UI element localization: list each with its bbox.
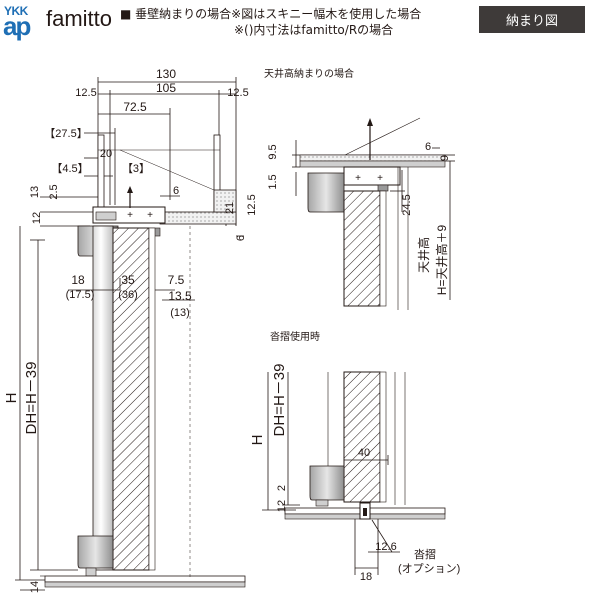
ceiling-structure [299, 117, 446, 168]
dim-105: 105 [156, 81, 176, 95]
ceiling-dim-9: 9 [439, 155, 451, 161]
dim-H: H [3, 393, 20, 404]
main-section: + + [3, 67, 258, 593]
main-roll-bottom [77, 535, 114, 577]
main-floor [40, 575, 246, 588]
dim-13-paren: (13) [170, 307, 190, 319]
sash-dim-2: 2 [276, 485, 288, 491]
sash-label: 沓摺 [414, 547, 436, 561]
dim-12-5-a: 12.5 [75, 87, 96, 99]
sash-dim-labels: H DH=H－39 40 2 12 12.6 18 沓摺 (オプション) [249, 364, 460, 583]
section-badge: 納まり図 [479, 6, 585, 33]
dim-7-5: 7.5 [168, 273, 185, 287]
ceiling-height-label: 天井高 [416, 237, 431, 273]
dim-6-b: 6 [235, 235, 247, 241]
svg-text:+: + [147, 210, 153, 221]
ceiling-dim-6: 6 [425, 141, 431, 153]
dim-14: 14 [29, 581, 41, 593]
svg-text:+: + [127, 210, 133, 221]
dim-12: 12 [31, 212, 43, 224]
ykkap-logo: YKK ap [3, 4, 42, 41]
brand-name: famitto [46, 6, 113, 31]
sash-section: 沓摺使用時 [249, 330, 460, 583]
dim-130: 130 [156, 67, 176, 81]
sash-bottom-cap [309, 465, 345, 507]
dim-18: 18 [71, 273, 85, 287]
main-roll-body [92, 225, 114, 571]
dim-DH: DH=H－39 [23, 362, 40, 435]
dim-4-5: 【4.5】 [51, 162, 88, 175]
sash-threshold [359, 502, 371, 520]
note-line-2: ※()内寸法はfamitto/Rの場合 [234, 23, 394, 37]
ceiling-dim-24-5: 24.5 [401, 194, 413, 215]
ceiling-h-formula: H=天井高＋9 [434, 225, 449, 296]
dim-36: (36) [118, 289, 138, 301]
ceiling-dim-9-5: 9.5 [267, 144, 279, 159]
dim-27-5: 【27.5】 [44, 127, 87, 140]
ceiling-dim-1-5: 1.5 [267, 174, 279, 189]
main-door-panel [112, 227, 150, 571]
sash-door-panel [343, 371, 381, 503]
logo-ykk-text: YKK [4, 4, 28, 18]
ceiling-section: 天井高納まりの場合 + + [264, 67, 455, 310]
ceiling-dims [292, 140, 455, 300]
sash-dim-40: 40 [358, 447, 370, 459]
dim-12-5-b: 12.5 [227, 87, 248, 99]
svg-text:+: + [377, 173, 383, 184]
note-line-1: ■ 垂壁納まりの場合※図はスキニー幅木を使用した場合 [120, 7, 422, 21]
sash-dim-H: H [249, 435, 266, 446]
dim-35: 35 [121, 273, 135, 287]
dim-3: 【3】 [122, 162, 150, 175]
sash-dim-12-6: 12.6 [375, 541, 396, 553]
dim-21: 21 [224, 202, 236, 214]
sash-dim-18: 18 [360, 571, 372, 583]
ceiling-head-rail: + + [307, 166, 401, 213]
dim-13-5: 13.5 [168, 289, 192, 303]
dim-6-a: 6 [173, 185, 179, 197]
ceiling-dim-labels: 9.5 6 9 1.5 24.5 天井高 H=天井高＋9 [267, 141, 451, 295]
sash-label-sub: (オプション) [398, 562, 460, 575]
main-door-edge [148, 227, 156, 571]
logo-ap-text: ap [3, 11, 31, 41]
sash-title: 沓摺使用時 [270, 330, 320, 343]
sash-dim-DH: DH=H－39 [271, 364, 288, 437]
sash-dim-12: 12 [276, 500, 288, 512]
svg-text:+: + [355, 173, 361, 184]
dim-2-5: 2.5 [48, 184, 60, 199]
ceiling-door-edge [379, 190, 387, 307]
dim-72-5: 72.5 [123, 100, 147, 114]
dim-13: 13 [29, 186, 41, 198]
main-dim-labels: 130 12.5 105 12.5 72.5 【27.5】 20 【4.5】 【… [3, 67, 258, 593]
dim-12-5-c: 12.5 [246, 194, 258, 215]
dim-17-5: (17.5) [66, 289, 95, 301]
dim-20: 20 [100, 148, 112, 160]
ceiling-door-panel [343, 190, 381, 307]
main-head-rail: + + [92, 186, 166, 224]
sash-door-edge [379, 371, 387, 503]
sash-dims [262, 372, 400, 575]
ceiling-title: 天井高納まりの場合 [264, 67, 354, 80]
main-left-dims [15, 226, 195, 591]
